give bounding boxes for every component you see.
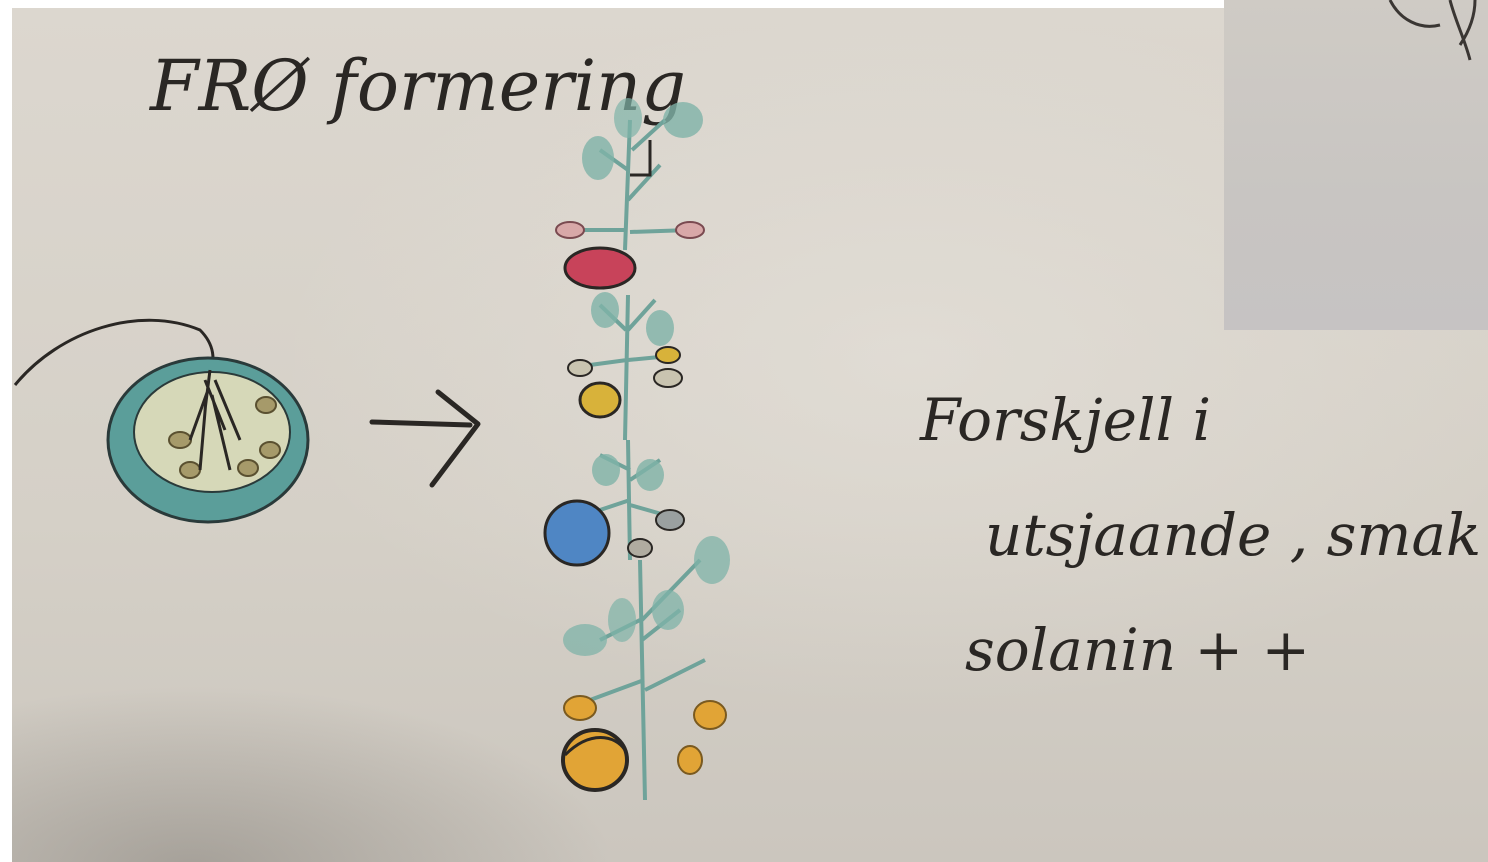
note-line-1: Forskjell i <box>919 386 1211 454</box>
seed-dish-icon <box>15 320 308 522</box>
note-line-3: solanin + + <box>965 616 1310 684</box>
inset-plant-fragment <box>1390 0 1475 60</box>
note-line-2: utsjaande , smak <box>985 501 1481 569</box>
arrow-right-icon <box>372 392 478 485</box>
sketch-title: FRØ formering <box>148 45 686 127</box>
potato-plant-icon <box>545 98 730 800</box>
